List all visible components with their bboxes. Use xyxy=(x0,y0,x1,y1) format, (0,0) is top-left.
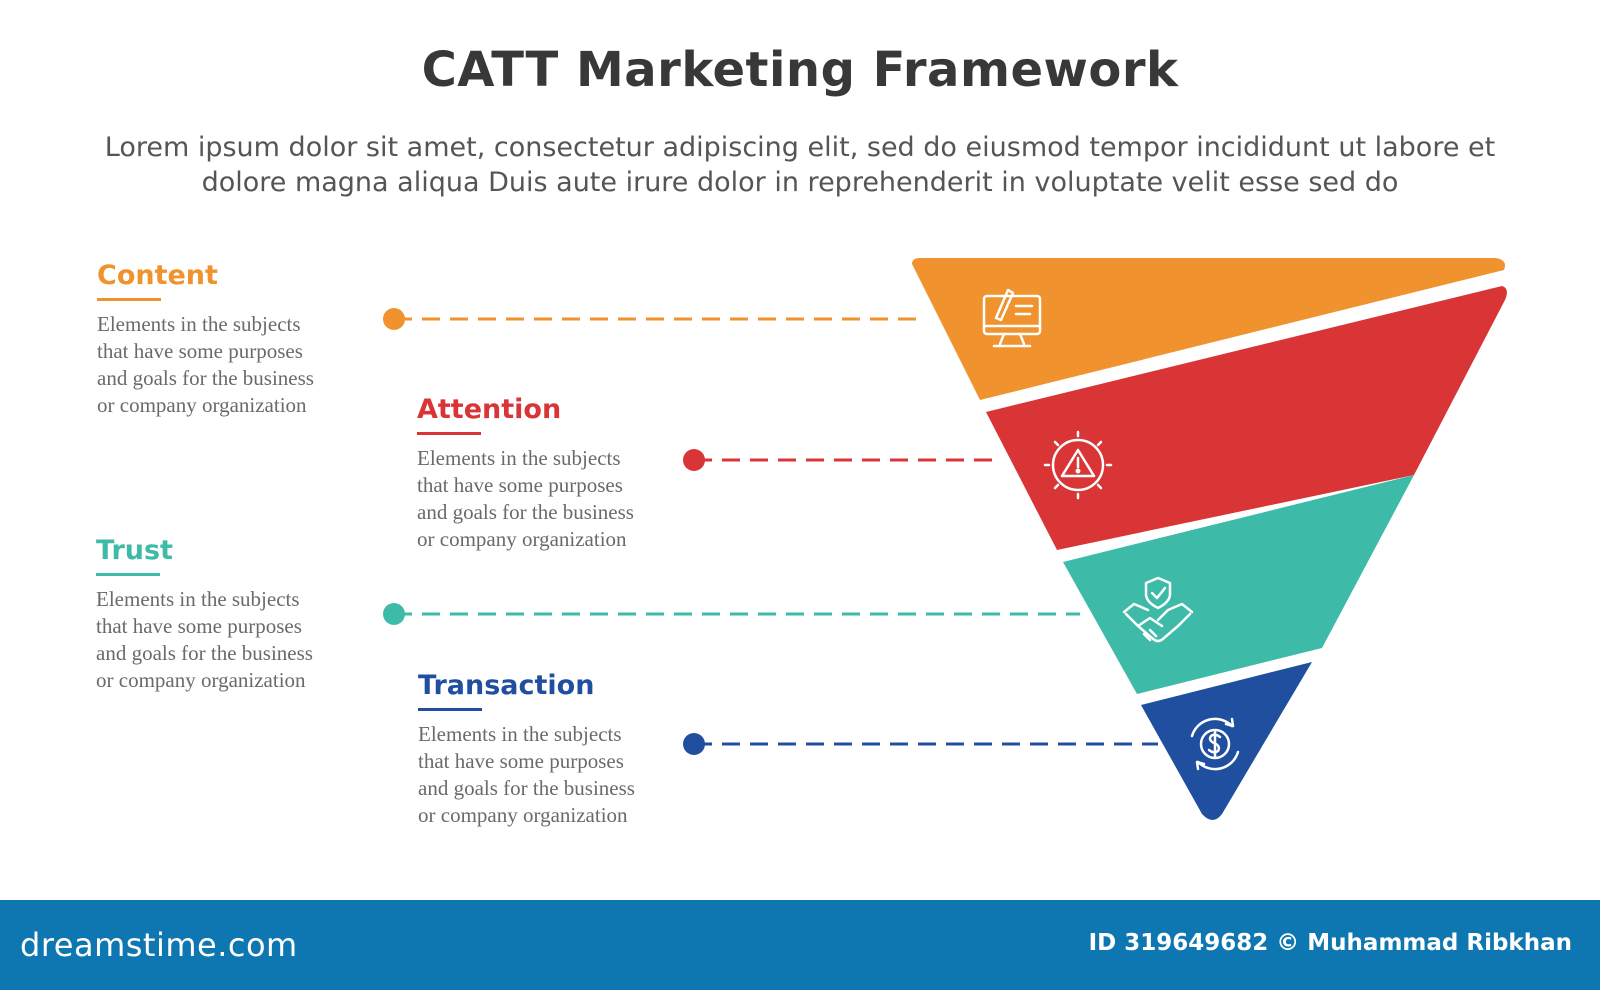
stage-description-attention: Elements in the subjects that have some … xyxy=(417,446,634,551)
page-subtitle: Lorem ipsum dolor sit amet, consectetur … xyxy=(104,132,1496,198)
page-title: CATT Marketing Framework xyxy=(421,42,1179,98)
dollar-cycle-icon xyxy=(1190,717,1240,771)
stage-description-trust: Elements in the subjects that have some … xyxy=(96,587,313,692)
stage-description-transaction: Elements in the subjects that have some … xyxy=(418,722,635,827)
funnel-slice-transaction xyxy=(1141,662,1312,820)
connector-dot-content xyxy=(383,308,405,330)
stage-block-trust: Trust Elements in the subjects that have… xyxy=(96,535,386,694)
stage-underline-attention xyxy=(417,432,481,435)
stage-description-content: Elements in the subjects that have some … xyxy=(97,312,314,417)
connector-dot-trust xyxy=(383,603,405,625)
funnel-slice-content xyxy=(912,258,1505,400)
handshake-icon xyxy=(1122,576,1194,643)
funnel-diagram xyxy=(383,258,1507,820)
funnel-slice-attention xyxy=(986,286,1507,550)
footer-bar: dreamstime.com ID 319649682 © Muhammad R… xyxy=(0,900,1600,990)
stage-block-content: Content Elements in the subjects that ha… xyxy=(97,260,387,419)
stage-block-attention: Attention Elements in the subjects that … xyxy=(417,394,707,553)
stage-title-content: Content xyxy=(97,260,218,291)
footer-logo[interactable]: dreamstime.com xyxy=(20,926,298,964)
connector-dot-transaction xyxy=(683,733,705,755)
stage-title-attention: Attention xyxy=(417,394,562,425)
stage-title-trust: Trust xyxy=(96,535,173,566)
footer-credit: ID 319649682 © Muhammad Ribkhan xyxy=(1088,930,1572,956)
stage-title-transaction: Transaction xyxy=(418,670,595,701)
stage-underline-transaction xyxy=(418,708,482,711)
warning-icon xyxy=(1043,430,1113,500)
stage-underline-trust xyxy=(96,573,160,576)
connector-dot-attention xyxy=(683,449,705,471)
computer-icon xyxy=(982,288,1042,348)
stage-block-transaction: Transaction Elements in the subjects tha… xyxy=(418,670,708,829)
stage-underline-content xyxy=(97,298,161,301)
